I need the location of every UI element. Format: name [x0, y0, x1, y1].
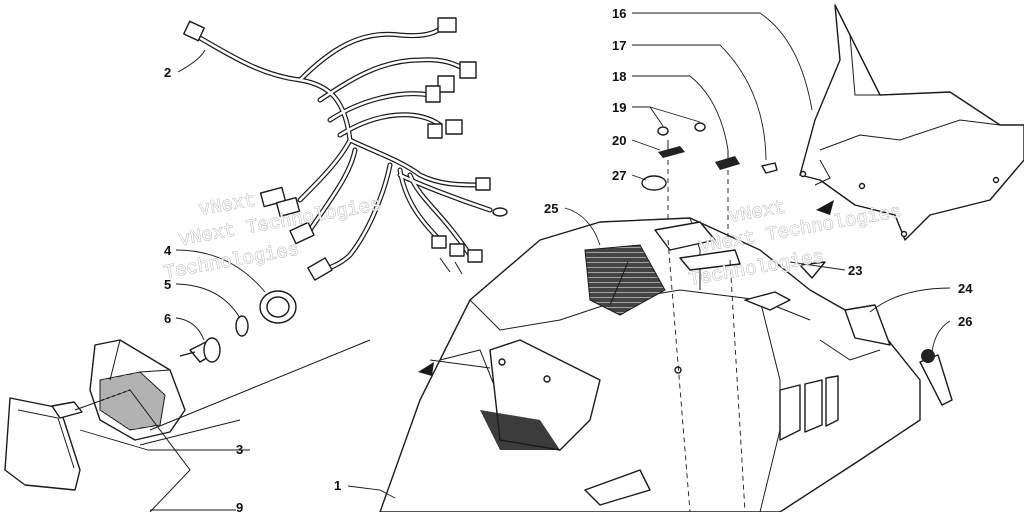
- callout-6: 6: [164, 311, 171, 326]
- callout-3: 3: [236, 442, 243, 457]
- callout-19: 19: [612, 100, 626, 115]
- arrow-icon: [816, 200, 834, 215]
- callout-26: 26: [958, 314, 972, 329]
- wiring-harness: [183, 17, 508, 281]
- hood: [379, 217, 921, 512]
- callout-20: 20: [612, 133, 626, 148]
- callouts: 2 4 5 6 3 9 1 16 17 18 19 20 27 25 23 24…: [164, 6, 973, 512]
- callout-5: 5: [164, 277, 171, 292]
- callout-4: 4: [164, 243, 172, 258]
- callout-18: 18: [612, 69, 626, 84]
- hardware: [641, 122, 953, 406]
- callout-16: 16: [612, 6, 626, 21]
- callout-24: 24: [958, 281, 973, 296]
- callout-1: 1: [334, 478, 341, 493]
- arrow-icon: [418, 362, 434, 376]
- callout-23: 23: [848, 263, 862, 278]
- callout-17: 17: [612, 38, 626, 53]
- leader-lines: [74, 12, 951, 512]
- windshield: [799, 4, 1024, 241]
- callout-27: 27: [612, 168, 626, 183]
- callout-9: 9: [236, 500, 243, 512]
- headlight-assembly: [4, 290, 371, 491]
- callout-2: 2: [164, 65, 171, 80]
- callout-25: 25: [544, 201, 558, 216]
